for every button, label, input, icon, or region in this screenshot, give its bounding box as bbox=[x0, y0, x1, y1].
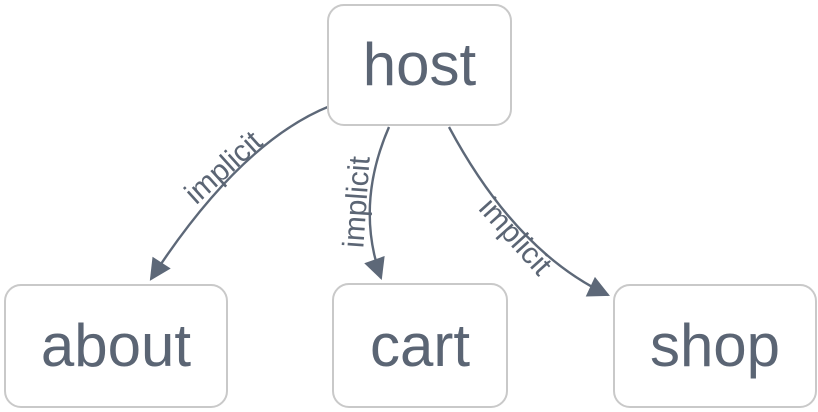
node-cart: cart bbox=[332, 283, 508, 408]
edge-host-cart: implicit bbox=[337, 126, 391, 281]
edge-line-host-cart bbox=[364, 126, 391, 281]
node-host-label: host bbox=[362, 31, 477, 98]
node-about: about bbox=[4, 284, 228, 408]
node-about-label: about bbox=[40, 312, 192, 379]
node-cart-label: cart bbox=[369, 311, 471, 379]
edge-host-about: implicit bbox=[149, 104, 331, 281]
node-shop-label: shop bbox=[649, 312, 781, 379]
edge-label-host-shop: implicit bbox=[472, 192, 558, 283]
edge-label-host-about: implicit bbox=[179, 124, 270, 210]
edge-line-host-about bbox=[149, 104, 331, 281]
edge-label-host-cart: implicit bbox=[337, 155, 376, 249]
node-host: host bbox=[327, 4, 512, 126]
edge-host-shop: implicit bbox=[447, 126, 610, 297]
edge-line-host-shop bbox=[447, 126, 610, 297]
node-shop: shop bbox=[613, 284, 817, 408]
